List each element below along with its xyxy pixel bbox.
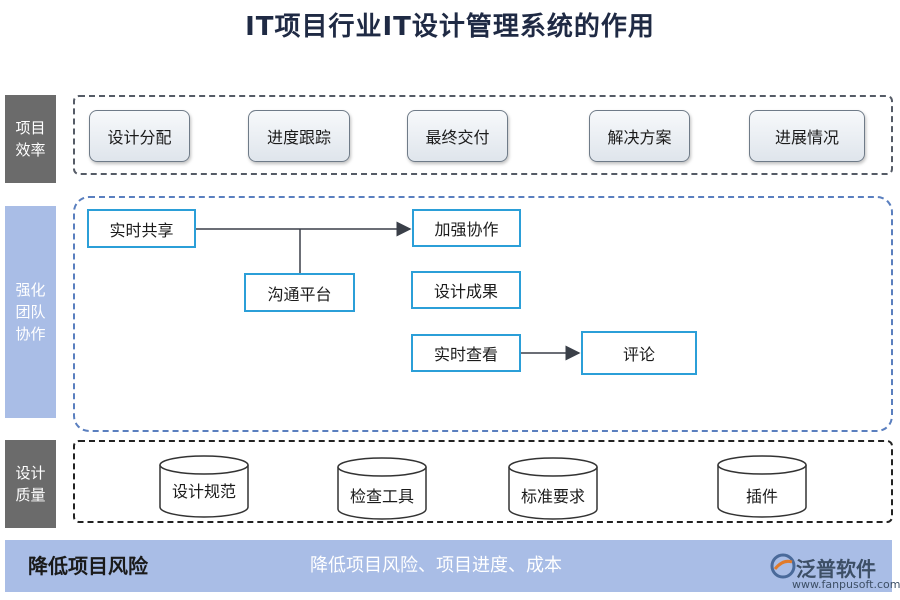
efficiency-item: 进度跟踪 <box>248 110 350 162</box>
section-label-efficiency: 项目效率 <box>5 95 56 183</box>
efficiency-item: 解决方案 <box>589 110 690 162</box>
quality-item: 标准要求 <box>520 487 585 506</box>
comment-box: 评论 <box>581 331 697 375</box>
design-result-box: 设计成果 <box>411 271 521 309</box>
realtime-share-box: 实时共享 <box>87 209 196 248</box>
realtime-view-box: 实时查看 <box>411 334 521 372</box>
section-label-text: 强化团队协作 <box>15 281 46 343</box>
quality-item: 设计规范 <box>171 482 236 501</box>
cylinder-icon <box>717 455 807 518</box>
cylinder-icon <box>159 455 249 518</box>
section-label-text: 项目效率 <box>15 119 46 159</box>
cylinder-icon <box>508 457 598 520</box>
logo-name: 泛普软件 <box>796 557 876 581</box>
section-label-quality: 设计质量 <box>5 440 56 528</box>
fanpu-logo-icon <box>770 553 796 579</box>
section-label-collaboration: 强化团队协作 <box>5 206 56 418</box>
efficiency-panel <box>73 95 893 175</box>
efficiency-item: 设计分配 <box>89 110 190 162</box>
quality-item: 检查工具 <box>349 487 414 506</box>
section-label-text: 设计质量 <box>15 464 46 504</box>
quality-panel <box>73 440 893 523</box>
quality-item: 插件 <box>745 487 778 506</box>
comm-platform-box: 沟通平台 <box>244 273 355 312</box>
strengthen-box: 加强协作 <box>412 209 521 247</box>
efficiency-item: 最终交付 <box>407 110 508 162</box>
summary-text: 降低项目风险、项目进度、成本 <box>310 555 562 576</box>
summary-banner <box>5 540 892 592</box>
cylinder-icon <box>337 457 427 520</box>
summary-heading: 降低项目风险 <box>28 554 148 578</box>
page-title: IT项目行业IT设计管理系统的作用 <box>245 12 655 42</box>
logo-url: www.fanpusoft.com <box>792 578 900 591</box>
efficiency-item: 进展情况 <box>749 110 865 162</box>
collaboration-panel <box>73 196 893 432</box>
